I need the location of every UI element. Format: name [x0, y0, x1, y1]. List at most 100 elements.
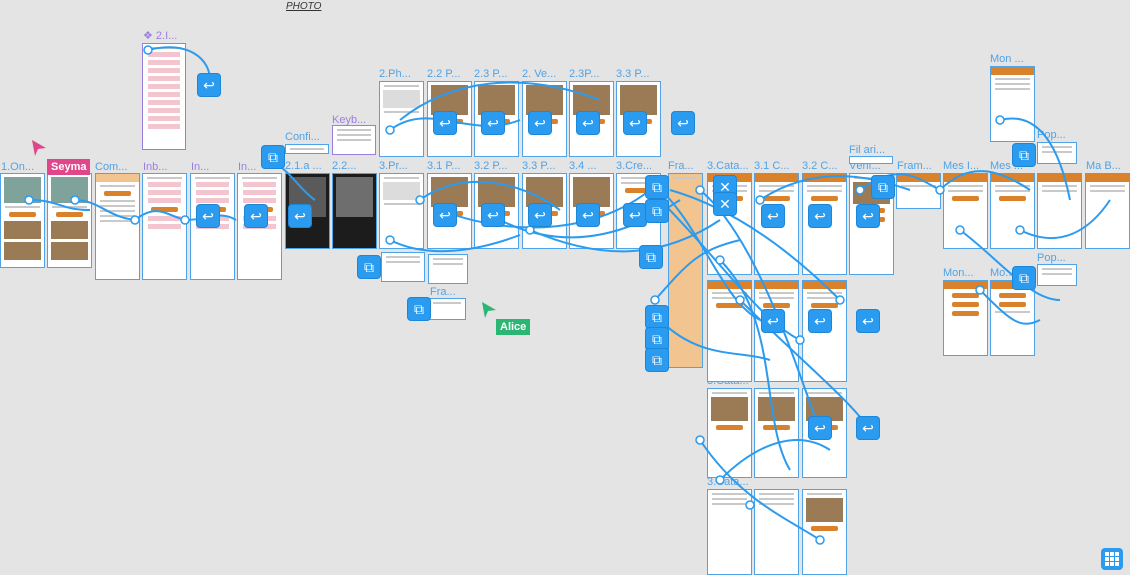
frame-keyboard[interactable]: [332, 125, 376, 155]
frame-title-mo[interactable]: Mo...: [990, 267, 1015, 279]
frame-title-3-3p[interactable]: 3.3 P...: [616, 68, 650, 80]
frame-title-com[interactable]: Com...: [95, 161, 128, 173]
frame-2-photo[interactable]: [379, 81, 424, 157]
copy-hotspot-icon[interactable]: ⧉: [646, 306, 668, 328]
frame-title-in-2[interactable]: In...: [238, 161, 257, 173]
frame-title-3-pr[interactable]: 3.Pr...: [379, 160, 408, 172]
back-hotspot-icon[interactable]: ↩: [809, 205, 831, 227]
copy-hotspot-icon[interactable]: ⧉: [262, 146, 284, 168]
frame-3-2c-d[interactable]: [802, 489, 847, 575]
frame-popup-b[interactable]: [428, 254, 468, 284]
copy-hotspot-icon[interactable]: ⧉: [640, 246, 662, 268]
frame-title-3-2p[interactable]: 3.2 P...: [474, 160, 508, 172]
back-hotspot-icon[interactable]: ↩: [197, 205, 219, 227]
frame-title-confi[interactable]: Confi...: [285, 131, 320, 143]
frame-mes[interactable]: [990, 173, 1035, 249]
frame-title-3-2c[interactable]: 3.2 C...: [802, 160, 838, 172]
frame-mon-2[interactable]: [943, 280, 988, 356]
frame-title-2-ve[interactable]: 2. Ve...: [522, 68, 557, 80]
back-hotspot-icon[interactable]: ↩: [624, 204, 646, 226]
frame-title-3-3p-b[interactable]: 3.3 P...: [522, 160, 556, 172]
frame-confi[interactable]: [285, 144, 329, 154]
frame-title-2-photo[interactable]: 2.Ph...: [379, 68, 411, 80]
frame-title-ma-b[interactable]: Ma B...: [1086, 160, 1121, 172]
back-hotspot-icon[interactable]: ↩: [289, 205, 311, 227]
frame-pop-2[interactable]: [1037, 264, 1077, 286]
frame-2-2[interactable]: [332, 173, 377, 249]
back-hotspot-icon[interactable]: ↩: [762, 205, 784, 227]
copy-hotspot-icon[interactable]: ⧉: [1013, 144, 1035, 166]
back-hotspot-icon[interactable]: ↩: [577, 204, 599, 226]
back-hotspot-icon[interactable]: ↩: [434, 112, 456, 134]
frame-mes-grid[interactable]: [1037, 173, 1082, 249]
frame-onboarding-2[interactable]: [47, 173, 92, 268]
frame-title-pop-1[interactable]: Pop...: [1037, 129, 1066, 141]
frame-title-2-3p[interactable]: 2.3 P...: [474, 68, 508, 80]
back-hotspot-icon[interactable]: ↩: [857, 310, 879, 332]
copy-hotspot-icon[interactable]: ⧉: [358, 256, 380, 278]
back-hotspot-icon[interactable]: ↩: [624, 112, 646, 134]
frame-title-2-3p-b[interactable]: 2.3P...: [569, 68, 600, 80]
frame-com[interactable]: [95, 173, 140, 280]
frame-title-2-1a[interactable]: 2.1.a ...: [285, 160, 322, 172]
close-hotspot-icon[interactable]: ✕: [714, 176, 736, 198]
frame-ma-b[interactable]: [1085, 173, 1130, 249]
copy-hotspot-icon[interactable]: ⧉: [646, 200, 668, 222]
back-hotspot-icon[interactable]: ↩: [482, 204, 504, 226]
frame-3-1c-b[interactable]: [754, 280, 799, 382]
frame-title-in-1[interactable]: In...: [191, 161, 210, 173]
back-hotspot-icon[interactable]: ↩: [809, 310, 831, 332]
back-hotspot-icon[interactable]: ↩: [857, 205, 879, 227]
back-hotspot-icon[interactable]: ↩: [529, 204, 551, 226]
back-hotspot-icon[interactable]: ↩: [762, 310, 784, 332]
frame-title-fram[interactable]: Fram...: [897, 160, 932, 172]
copy-hotspot-icon[interactable]: ⧉: [646, 328, 668, 350]
frame-fil-ariane[interactable]: [849, 156, 893, 164]
frame-3-pr[interactable]: [379, 173, 424, 249]
close-hotspot-icon[interactable]: ✕: [714, 193, 736, 215]
frame-title-pop-2[interactable]: Pop...: [1037, 252, 1066, 264]
frame-popup-a[interactable]: [381, 252, 425, 282]
frame-2i-list[interactable]: [142, 43, 186, 150]
frame-title-3-1p[interactable]: 3.1 P...: [427, 160, 461, 172]
frame-onboarding-1[interactable]: [0, 173, 45, 268]
frame-mon-1[interactable]: [990, 66, 1035, 142]
frame-title-mon-1[interactable]: Mon ...: [990, 53, 1024, 65]
copy-hotspot-icon[interactable]: ⧉: [646, 349, 668, 371]
copy-hotspot-icon[interactable]: ⧉: [872, 176, 894, 198]
frame-title-mon-2[interactable]: Mon...: [943, 267, 974, 279]
back-hotspot-icon[interactable]: ↩: [529, 112, 551, 134]
frame-pop-1[interactable]: [1037, 142, 1077, 164]
frame-3-cata-b[interactable]: [707, 280, 752, 382]
back-hotspot-icon[interactable]: ↩: [434, 204, 456, 226]
copy-hotspot-icon[interactable]: ⧉: [408, 298, 430, 320]
frame-inb[interactable]: [142, 173, 187, 280]
back-hotspot-icon[interactable]: ↩: [809, 417, 831, 439]
frame-mes-i[interactable]: [943, 173, 988, 249]
frame-title-2-2[interactable]: 2.2...: [332, 160, 357, 172]
frame-title-2-2p[interactable]: 2.2 P...: [427, 68, 461, 80]
frame-title-keyboard[interactable]: Keyb...: [332, 114, 367, 126]
copy-hotspot-icon[interactable]: ⧉: [646, 176, 668, 198]
grid-menu-button[interactable]: [1101, 548, 1123, 570]
frame-title-3-cata[interactable]: 3.Cata...: [707, 160, 749, 172]
frame-mo[interactable]: [990, 280, 1035, 356]
frame-title-3-4[interactable]: 3.4 ...: [569, 160, 597, 172]
frame-title-3-1c[interactable]: 3.1 C...: [754, 160, 790, 172]
back-hotspot-icon[interactable]: ↩: [857, 417, 879, 439]
frame-title-fra[interactable]: Fra...: [668, 160, 694, 172]
back-hotspot-icon[interactable]: ↩: [198, 74, 220, 96]
back-hotspot-icon[interactable]: ↩: [482, 112, 504, 134]
back-hotspot-icon[interactable]: ↩: [577, 112, 599, 134]
frame-3-cata-c[interactable]: [707, 388, 752, 478]
frame-title-mes-i[interactable]: Mes I...: [943, 160, 980, 172]
frame-3-cata-d[interactable]: [707, 489, 752, 575]
frame-title-inb[interactable]: Inb...: [143, 161, 168, 173]
frame-title-onboarding[interactable]: 1.On...: [1, 161, 35, 173]
frame-title-fra-2[interactable]: Fra...: [430, 286, 456, 298]
back-hotspot-icon[interactable]: ↩: [245, 205, 267, 227]
copy-hotspot-icon[interactable]: ⧉: [1013, 267, 1035, 289]
frame-title-2i[interactable]: ❖ 2.I...: [143, 30, 178, 42]
back-hotspot-icon[interactable]: ↩: [672, 112, 694, 134]
